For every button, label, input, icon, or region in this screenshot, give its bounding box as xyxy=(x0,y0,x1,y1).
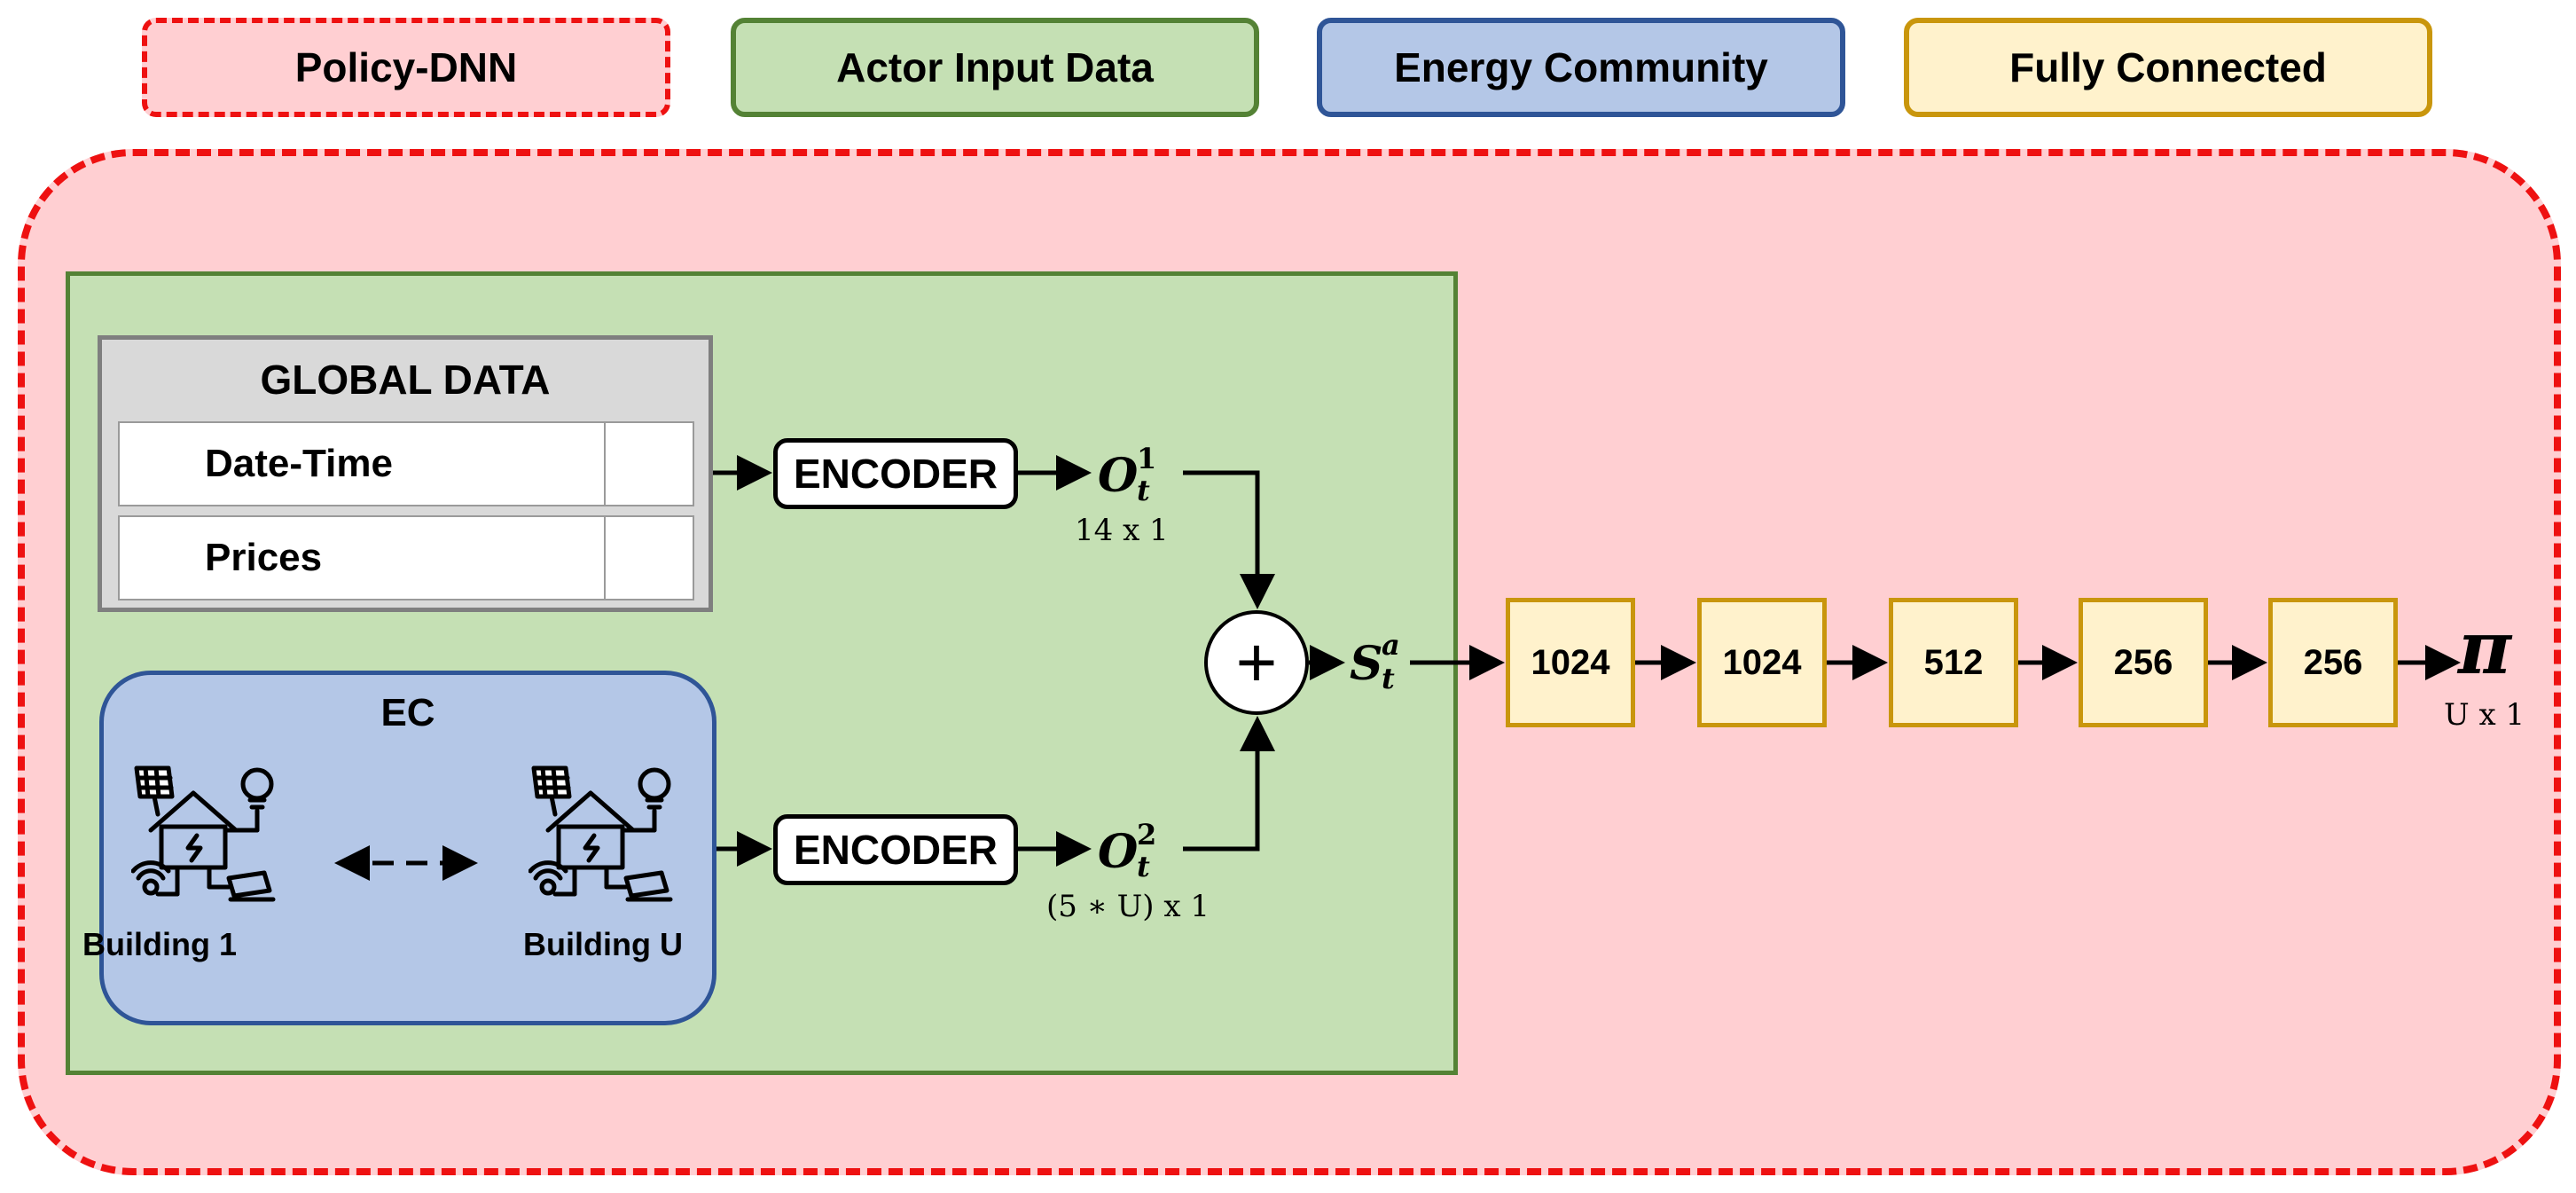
fc-layer-2: 1024 xyxy=(1697,598,1827,727)
building-u-label: Building U xyxy=(523,926,683,962)
obs-o1: O 1 t xyxy=(1098,442,1157,507)
global-data-box: GLOBAL DATA Date-Time Prices xyxy=(98,335,713,612)
output-pi: π xyxy=(2458,606,2512,691)
prices-cell xyxy=(604,517,693,599)
output-dim: U x 1 xyxy=(2444,697,2525,733)
fc-layer-5: 256 xyxy=(2268,598,2398,727)
obs-o2: O 2 t xyxy=(1098,818,1157,883)
state-s: S a t xyxy=(1350,628,1400,695)
encoder-global: ENCODER xyxy=(773,438,1018,509)
datetime-cell xyxy=(604,423,693,505)
ec-title: EC xyxy=(380,691,435,734)
arrow-o2-to-plus xyxy=(1183,716,1275,852)
global-data-title: GLOBAL DATA xyxy=(260,357,551,403)
legend-policy-dnn: Policy-DNN xyxy=(142,18,670,117)
fc-layer-1: 1024 xyxy=(1506,598,1635,727)
encoder-ec: ENCODER xyxy=(773,814,1018,885)
building-1-icon xyxy=(131,765,276,902)
fc-layer-3: 512 xyxy=(1889,598,2018,727)
building-1-label: Building 1 xyxy=(82,926,237,962)
fc-layer-4: 256 xyxy=(2079,598,2208,727)
global-data-row-prices: Prices xyxy=(118,515,694,600)
global-data-row-datetime: Date-Time xyxy=(118,421,694,506)
legend-fully-connected: Fully Connected xyxy=(1904,18,2432,117)
legend-actor-input-data: Actor Input Data xyxy=(731,18,1259,117)
prices-label: Prices xyxy=(205,536,323,579)
building-u-icon xyxy=(529,765,673,902)
plus-combiner: + xyxy=(1204,610,1309,715)
obs-o2-dim: (5 ∗ U) x 1 xyxy=(1046,889,1210,924)
datetime-label: Date-Time xyxy=(205,442,393,485)
legend-energy-community: Energy Community xyxy=(1317,18,1845,117)
obs-o1-dim: 14 x 1 xyxy=(1075,513,1169,548)
arrow-o1-to-plus xyxy=(1183,470,1275,609)
